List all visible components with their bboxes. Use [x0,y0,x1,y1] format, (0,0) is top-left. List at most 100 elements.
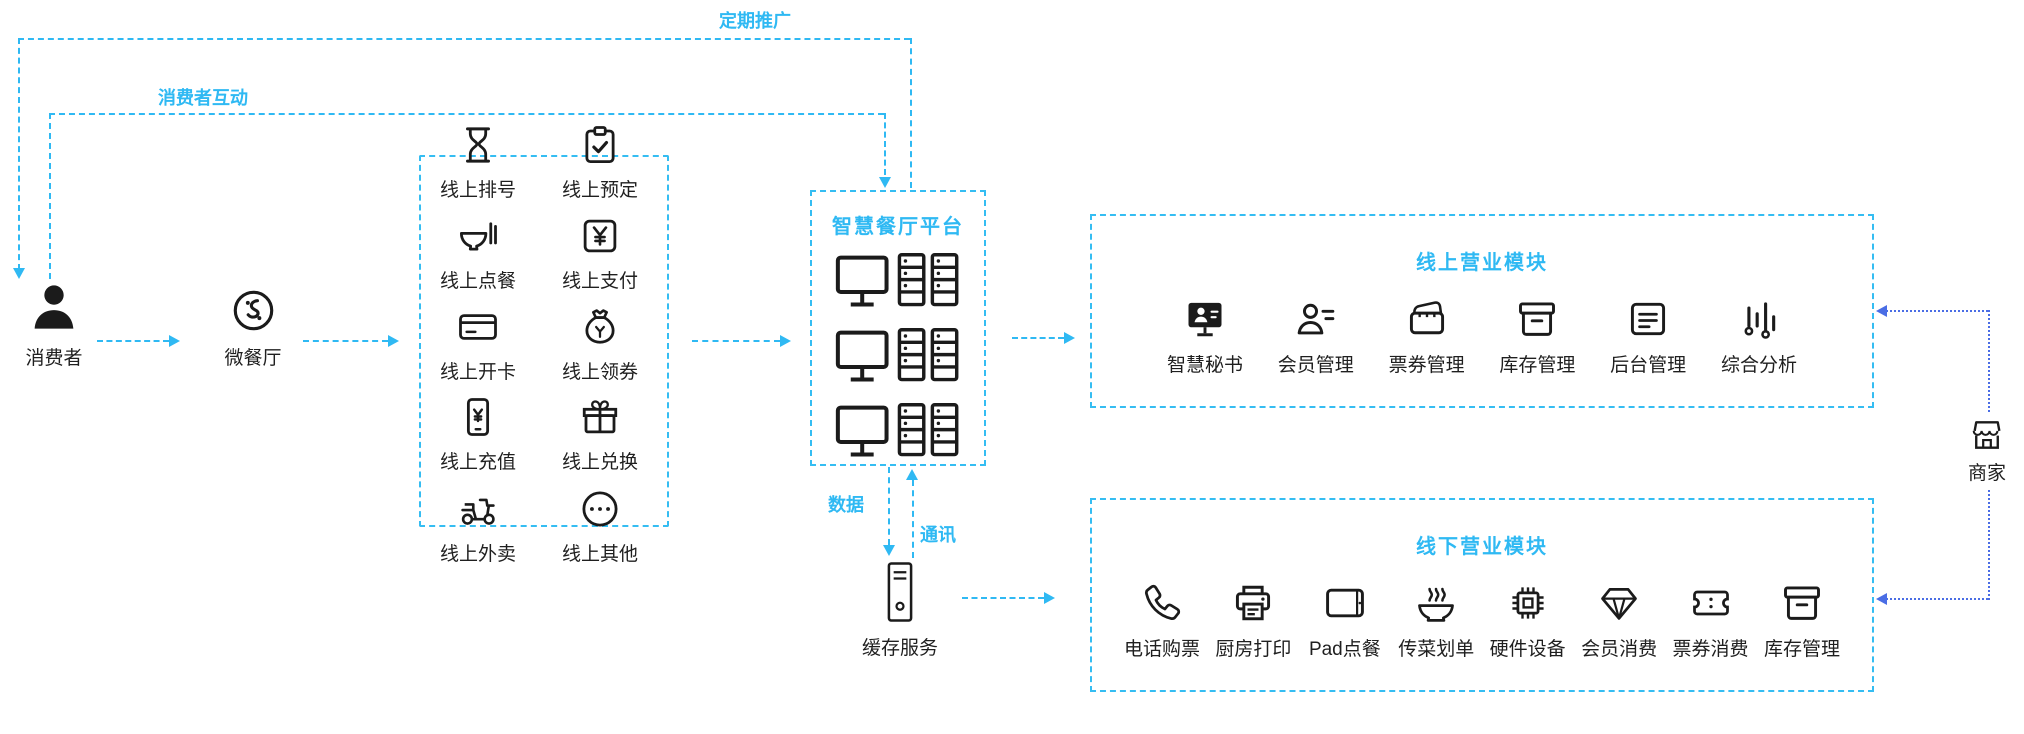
service-online-card: 线上开卡 [428,306,528,384]
tablet-icon [1323,581,1367,625]
platform-title: 智慧餐厅平台 [832,216,964,238]
module-item-smart-secretary: 智慧秘书 [1162,297,1248,377]
module-item-kitchen-printing: 厨房打印 [1213,581,1293,661]
module-item-dish-serving: 传菜划单 [1396,581,1476,661]
coupon-pouch-icon [579,306,621,348]
arrow-right-icon [780,335,791,347]
connector-restaurant-services [303,340,388,342]
service-label: 线上支付 [561,271,638,292]
arrow-up-icon [906,469,918,480]
service-online-ordering: 线上点餐 [428,215,528,293]
connector-data-down [888,467,890,545]
module-item-phone-ticketing: 电话购票 [1122,581,1202,661]
platform-servers [835,249,961,462]
module-item-label: 综合分析 [1720,355,1797,376]
hourglass-icon [457,124,499,166]
connector-consumer-restaurant [97,340,169,342]
module-item-label: 厨房打印 [1215,639,1292,660]
node-micro-restaurant: 微餐厅 [203,287,303,370]
module-item-label: 票券管理 [1388,355,1465,376]
module-item-analysis: 综合分析 [1716,297,1802,377]
module-item-label: 电话购票 [1123,639,1200,660]
connector-platform-online-module [1012,337,1064,339]
module-item-label: 传菜划单 [1398,639,1475,660]
module-item-pad-ordering: Pad点餐 [1305,581,1385,661]
module-item-label: 库存管理 [1763,639,1840,660]
online-services-box [419,155,669,527]
inventory-box-icon [1515,297,1559,341]
module-item-backend-management: 后台管理 [1605,297,1691,377]
arrow-down-icon [879,177,891,188]
arrow-right-icon [169,335,180,347]
connector-merchant-offline [1886,598,1988,600]
service-label: 线上领券 [561,362,638,383]
module-item-ticket-consumption: 票券消费 [1671,581,1751,661]
service-label: 线上充值 [439,452,516,473]
online-module-title: 线上营业模块 [1416,252,1548,274]
analysis-chart-icon [1737,297,1781,341]
cache-service-label: 缓存服务 [861,638,938,659]
module-item-inventory-management-offline: 库存管理 [1762,581,1842,661]
module-item-member-consumption: 会员消费 [1579,581,1659,661]
bank-card-icon [457,306,499,348]
service-online-queue-number: 线上排号 [428,124,528,202]
connector-interaction-right [884,113,886,175]
smart-secretary-icon [1183,297,1227,341]
module-item-ticket-management: 票券管理 [1384,297,1470,377]
offline-module-box: 线下营业模块 电话购票 厨房打印 Pad点餐 传菜划单 硬件设备 [1090,498,1874,692]
node-cache-service: 缓存服务 [855,560,945,660]
label-data: 数据 [828,495,864,515]
gift-icon [579,396,621,438]
module-item-label: 硬件设备 [1489,639,1566,660]
module-item-label: 后台管理 [1610,355,1687,376]
service-online-reservation: 线上预定 [550,124,650,202]
platform-box: 智慧餐厅平台 [810,190,986,466]
bowl-chopsticks-icon [457,215,499,257]
module-item-label: 智慧秘书 [1166,355,1243,376]
monitor-servers-icon [835,399,961,462]
connector-cache-offline-module [962,597,1044,599]
module-item-hardware-device: 硬件设备 [1488,581,1568,661]
node-consumer: 消费者 [4,280,104,370]
module-item-label: 票券消费 [1672,639,1749,660]
connector-promotion-left [18,38,20,270]
storefront-icon [1968,416,2006,454]
hardware-chip-icon [1506,581,1550,625]
service-label: 线上点餐 [439,271,516,292]
service-label: 线上外卖 [439,544,516,565]
monitor-servers-icon [835,324,961,387]
micro-restaurant-label: 微餐厅 [224,348,282,369]
service-online-recharge: 线上充值 [428,396,528,474]
connector-comms-up [912,480,914,558]
service-online-takeout: 线上外卖 [428,488,528,566]
arrow-down-icon [883,545,895,556]
consumer-label: 消费者 [25,348,83,369]
inventory-box-icon [1780,581,1824,625]
service-online-payment: 线上支付 [550,215,650,293]
member-management-icon [1294,297,1338,341]
label-communication: 通讯 [920,525,956,545]
wechat-restaurant-icon [230,287,277,334]
connector-merchant-online [1886,310,1988,312]
connector-merchant-vertical-bottom [1988,490,1990,600]
offline-module-items: 电话购票 厨房打印 Pad点餐 传菜划单 硬件设备 会员消费 [1092,581,1872,661]
service-label: 线上预定 [561,180,638,201]
clipboard-check-icon [579,124,621,166]
arrow-left-icon [1876,593,1887,605]
service-label: 线上其他 [561,544,638,565]
connector-interaction-top [49,113,884,115]
server-tower-icon [881,560,919,624]
module-item-inventory-management: 库存管理 [1494,297,1580,377]
offline-module-title: 线下营业模块 [1416,536,1548,558]
service-online-other: 线上其他 [550,488,650,566]
ticket-icon [1689,581,1733,625]
node-merchant: 商家 [1950,414,2024,487]
service-online-redeem: 线上兑换 [550,396,650,474]
online-module-items: 智慧秘书 会员管理 票券管理 库存管理 后台管理 综合分析 [1092,297,1872,377]
arrow-left-icon [1876,305,1887,317]
connector-interaction-left [49,113,51,279]
module-item-label: 会员消费 [1581,639,1658,660]
phone-call-icon [1140,581,1184,625]
service-label: 线上排号 [439,180,516,201]
